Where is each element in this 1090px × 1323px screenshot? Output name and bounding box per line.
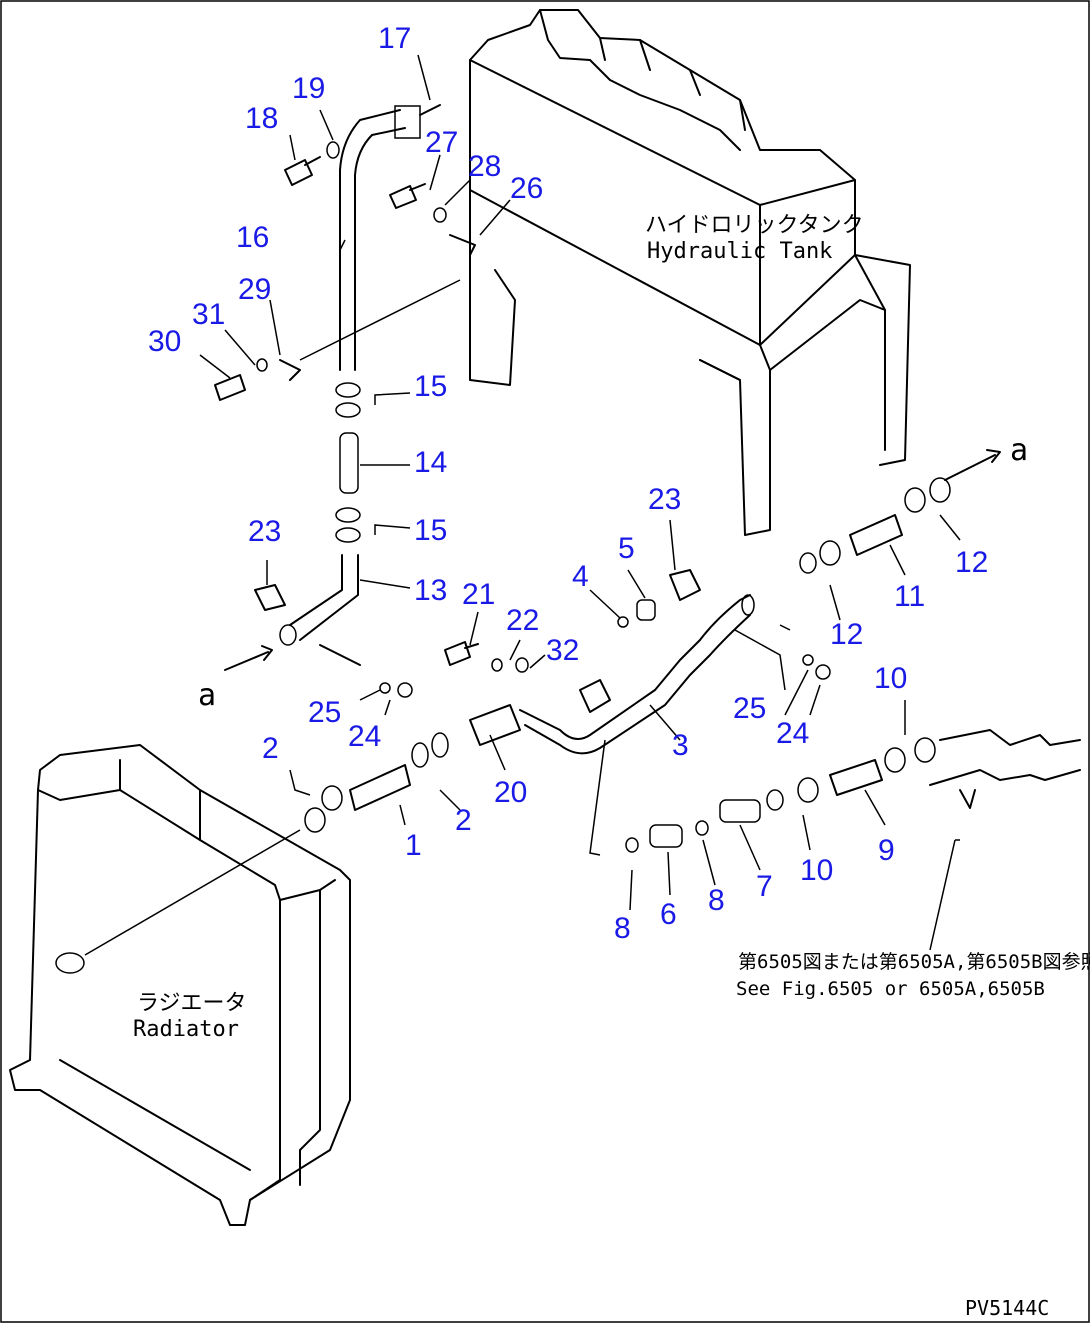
callout-17: 17: [378, 22, 411, 55]
upper-pipe-assembly: [214, 104, 476, 666]
callout-12: 12: [830, 618, 863, 651]
callout-28: 28: [468, 150, 501, 183]
callout-6: 6: [660, 898, 677, 931]
callout-16: 16: [236, 221, 269, 254]
callout-27: 27: [425, 126, 458, 159]
callout-15: 15: [414, 514, 447, 547]
arrow-a-left: [224, 645, 273, 671]
callout-12: 12: [955, 546, 988, 579]
callout-21: 21: [462, 578, 495, 611]
lower-pipe-assembly: [304, 477, 1081, 853]
radiator-label-ja: ラジエータ: [137, 991, 247, 1016]
callout-2: 2: [455, 804, 472, 837]
callout-18: 18: [245, 102, 278, 135]
tank-label-ja: ハイドロリックタンク: [645, 213, 864, 238]
callout-2: 2: [262, 732, 279, 765]
callout-19: 19: [292, 72, 325, 105]
arrow-a-right: [944, 449, 1001, 481]
callout-31: 31: [192, 298, 225, 331]
tank-label-en: Hydraulic Tank: [647, 239, 832, 264]
leader-lines: [84, 54, 1030, 956]
hydraulic-tank-drawing: [469, 9, 911, 536]
callout-23: 23: [248, 515, 281, 548]
callout-30: 30: [148, 325, 181, 358]
callout-20: 20: [494, 776, 527, 809]
radiator-label-en: Radiator: [133, 1017, 239, 1042]
callout-26: 26: [510, 172, 543, 205]
callout-15: 15: [414, 370, 447, 403]
figure-code: PV5144C: [965, 1296, 1049, 1320]
radiator-drawing: [9, 744, 351, 1226]
callout-25: 25: [308, 696, 341, 729]
callout-13: 13: [414, 574, 447, 607]
callout-25: 25: [733, 692, 766, 725]
callout-11: 11: [894, 580, 925, 613]
callout-8: 8: [614, 912, 631, 945]
callout-numbers: 1 2 2 3 4 5 6 7 8 8 9 10 10 11 12 12 13 …: [148, 22, 988, 945]
callout-24: 24: [776, 717, 809, 750]
callout-10: 10: [800, 854, 833, 887]
callout-5: 5: [618, 532, 635, 565]
arrow-a-right-label: a: [1010, 433, 1028, 468]
callout-3: 3: [672, 729, 689, 762]
callout-24: 24: [348, 720, 381, 753]
reference-note-ja: 第6505図または第6505A,第6505B図参照: [738, 951, 1090, 973]
callout-7: 7: [756, 870, 773, 903]
callout-9: 9: [878, 834, 895, 867]
arrow-a-left-label: a: [198, 678, 216, 713]
callout-4: 4: [572, 560, 589, 593]
reference-note-en: See Fig.6505 or 6505A,6505B: [736, 978, 1045, 1000]
callout-8: 8: [708, 884, 725, 917]
callout-23: 23: [648, 483, 681, 516]
callout-29: 29: [238, 273, 271, 306]
callout-14: 14: [414, 446, 447, 479]
callout-1: 1: [405, 829, 422, 862]
callout-32: 32: [546, 634, 579, 667]
callout-22: 22: [506, 604, 539, 637]
callout-10: 10: [874, 662, 907, 695]
